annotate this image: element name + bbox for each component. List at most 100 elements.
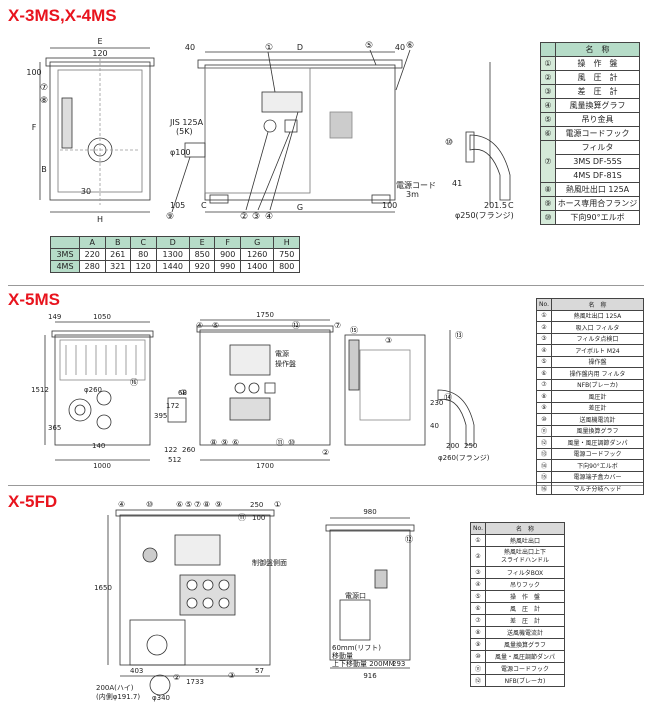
x5ms-dim-1050: 1050 bbox=[93, 313, 111, 321]
x5fd-duct-2: (内側φ191.7) bbox=[96, 692, 140, 701]
x5fd-callout: ② bbox=[173, 673, 180, 682]
x3-callout: ⑦ bbox=[40, 83, 48, 93]
x5fd-callout: ⑫ bbox=[405, 535, 413, 544]
section-divider bbox=[8, 485, 644, 486]
legend-no-header: No. bbox=[536, 298, 552, 311]
table-header: A bbox=[79, 236, 106, 249]
x3-callout: ⑧ bbox=[40, 96, 48, 106]
x3-dim-41: 41 bbox=[452, 179, 462, 188]
x5ms-dim-122: 122 bbox=[164, 446, 177, 454]
x5fd-callout: ⑤ bbox=[185, 500, 192, 509]
legend-no-header: No. bbox=[470, 522, 486, 535]
x5ms-callout: ⑥ bbox=[232, 438, 239, 447]
table-header: D bbox=[155, 236, 190, 249]
section-title-x5ms: X-5MS bbox=[8, 290, 60, 309]
x5fd-callout: ⑧ bbox=[203, 500, 210, 509]
x5ms-dim-1000: 1000 bbox=[93, 462, 111, 470]
x3-dim-c2: C bbox=[508, 201, 514, 210]
x5ms-callout: ① bbox=[180, 388, 187, 397]
x5ms-dim-512: 512 bbox=[168, 456, 181, 464]
x3-dim-g: G bbox=[297, 203, 303, 212]
x5fd-flow-3: 上下移動量 200MM bbox=[332, 659, 395, 668]
table-header: H bbox=[273, 236, 300, 249]
table-header: E bbox=[188, 236, 216, 249]
x3-dim-e: E bbox=[97, 37, 102, 46]
table-row: 4MS 280 321 120 1440 920 990 1400 800 bbox=[50, 260, 300, 273]
table-row: 3MS 220 261 80 1300 850 900 1260 750 bbox=[50, 248, 300, 261]
x3-cord-3m: 3m bbox=[406, 190, 419, 199]
x5ms-callout: ⑧ bbox=[210, 438, 217, 447]
x5fd-dim-293: 293 bbox=[392, 660, 405, 668]
x3-cord-label: 電源コード bbox=[396, 181, 436, 190]
x5ms-callout: ⑦ bbox=[334, 321, 341, 330]
x5ms-callout: ⑨ bbox=[221, 438, 228, 447]
x5fd-side-label: 制御盤側面 bbox=[252, 558, 287, 567]
table-header: C bbox=[130, 236, 157, 249]
table-header: G bbox=[239, 236, 275, 249]
x5fd-dim-1733: 1733 bbox=[186, 678, 204, 686]
x5fd-dim-1650: 1650 bbox=[94, 584, 112, 592]
x3-callout: ④ bbox=[265, 212, 273, 222]
table-header: F bbox=[214, 236, 241, 249]
x5ms-dim-250: 250 bbox=[464, 442, 477, 450]
x5ms-callout: ⑯ bbox=[130, 378, 138, 387]
x5ms-dim-395: 395 bbox=[154, 412, 167, 420]
x5fd-duct-1: 200A(ハイ) bbox=[96, 684, 134, 692]
x3-jis-label: JIS 125A bbox=[169, 118, 204, 127]
x3-dim-c: C bbox=[201, 201, 207, 210]
x5ms-callout: ⑤ bbox=[212, 321, 219, 330]
x5ms-dim-172: 172 bbox=[166, 402, 179, 410]
legend-corner bbox=[540, 42, 556, 57]
x5fd-dim-916: 916 bbox=[363, 672, 377, 680]
x5fd-callout: ⑪ bbox=[238, 513, 246, 522]
x5ms-dim-200: 200 bbox=[446, 442, 459, 450]
x5ms-dim-1512: 1512 bbox=[31, 386, 49, 394]
x3-dim-30: 30 bbox=[81, 187, 91, 196]
x5ms-dim-230: 230 bbox=[430, 399, 443, 407]
x5fd-dim-57: 57 bbox=[255, 667, 264, 675]
x3-callout: ① bbox=[265, 43, 273, 53]
x3-callout: ③ bbox=[252, 212, 260, 222]
x5fd-callout: ⑩ bbox=[146, 500, 153, 509]
x5fd-dim-100: 100 bbox=[252, 514, 265, 522]
x3-dim-100b: 100 bbox=[382, 201, 397, 210]
x5ms-callout: ② bbox=[322, 448, 329, 457]
x5fd-front-plate: 電源口 bbox=[345, 591, 366, 600]
x3-dim-d: D bbox=[297, 43, 303, 52]
x5fd-callout: ⑨ bbox=[215, 500, 222, 509]
section-divider bbox=[8, 285, 644, 286]
x5ms-panel-a: 電源 bbox=[275, 349, 289, 358]
legend-header: 名 称 bbox=[485, 522, 565, 535]
x5ms-panel-b: 操作盤 bbox=[275, 359, 296, 368]
x5ms-dim-1750: 1750 bbox=[256, 311, 274, 319]
x5ms-callout: ⑪ bbox=[276, 438, 284, 447]
x3-dim-100: 100 bbox=[26, 68, 41, 77]
x5fd-dim-980: 980 bbox=[363, 508, 376, 516]
table-corner bbox=[50, 236, 80, 249]
